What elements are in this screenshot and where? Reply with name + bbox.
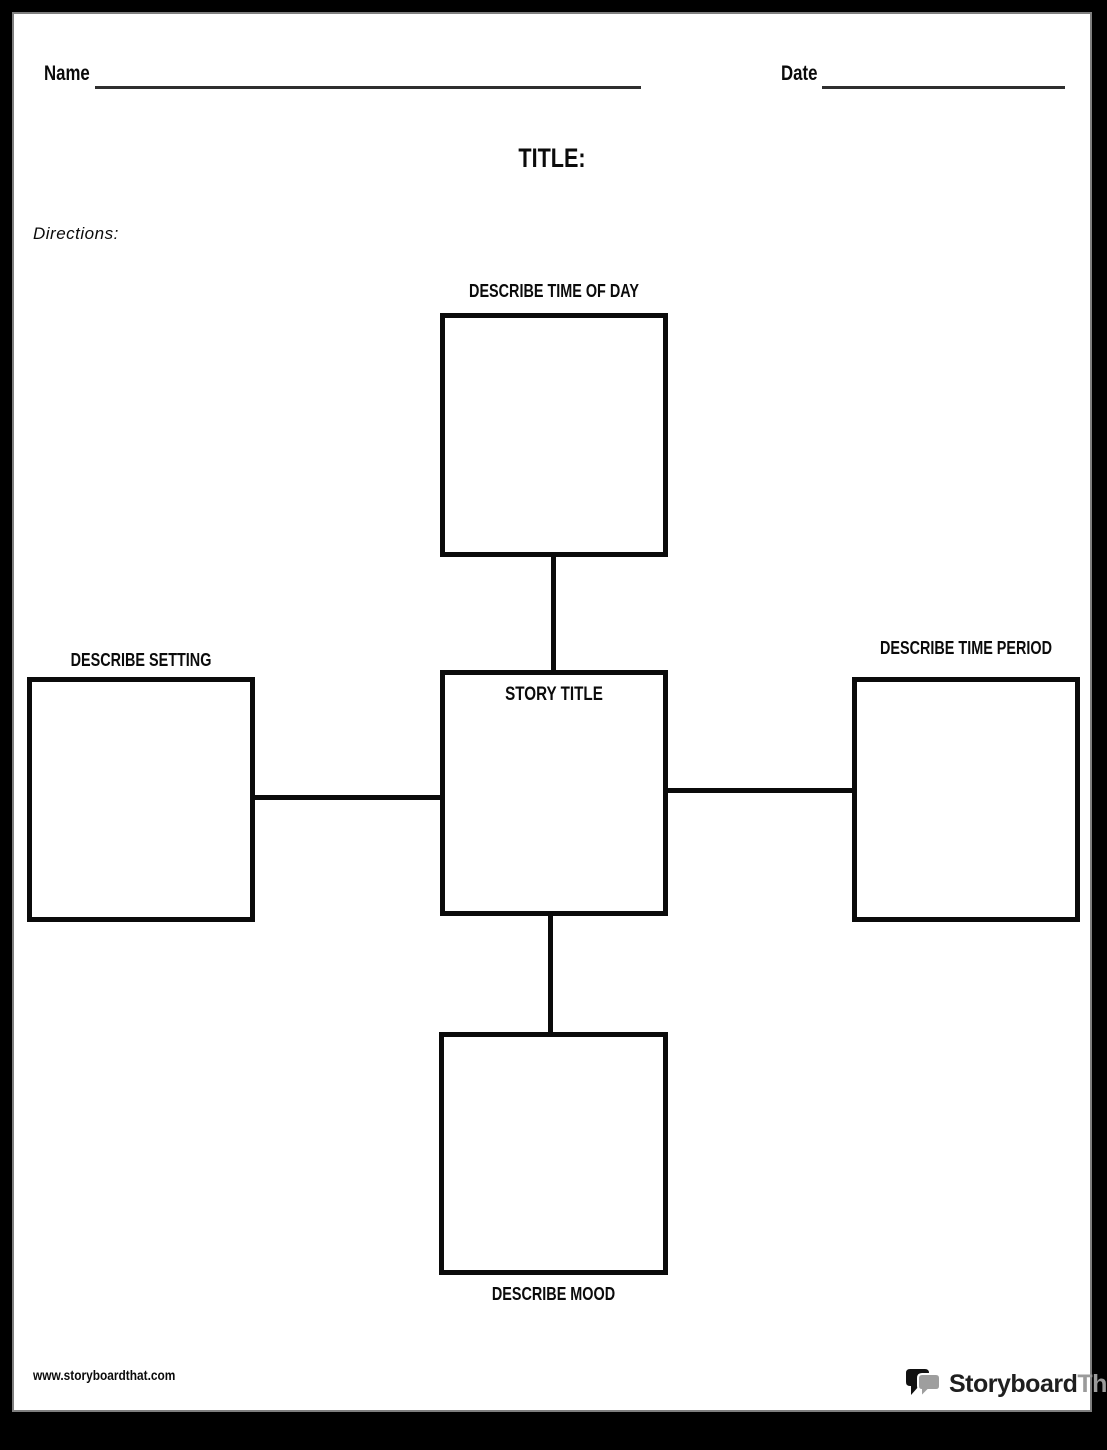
mood-box (439, 1032, 668, 1275)
name-write-line (95, 86, 641, 89)
time-period-box (852, 677, 1080, 922)
time-of-day-box (440, 313, 668, 557)
story-title-box (440, 670, 668, 916)
speech-bubbles-icon (906, 1369, 942, 1400)
time-of-day-label: DESCRIBE TIME OF DAY (469, 281, 639, 301)
connector-bottom (548, 913, 553, 1036)
name-label: Name (44, 62, 90, 85)
time-period-label: DESCRIBE TIME PERIOD (879, 638, 1053, 658)
directions-label: Directions: (33, 224, 119, 243)
logo-text-secondary: That (1077, 1370, 1107, 1398)
mood-label: DESCRIBE MOOD (491, 1284, 616, 1304)
setting-label: DESCRIBE SETTING (70, 650, 212, 670)
date-write-line (822, 86, 1065, 89)
website-url: www.storyboardthat.com (33, 1367, 176, 1383)
story-title-label: STORY TITLE (505, 684, 603, 705)
logo-wordmark: StoryboardThat (949, 1370, 1107, 1399)
page-title: TITLE: (518, 143, 586, 173)
storyboardthat-logo: StoryboardThat (906, 1369, 1107, 1400)
worksheet-page: Name Date TITLE: Directions: DESCRIBE TI… (12, 12, 1107, 1412)
date-label: Date (781, 62, 818, 85)
connector-right (663, 788, 857, 793)
logo-text-primary: Storyboard (949, 1370, 1078, 1398)
connector-left (250, 795, 445, 800)
connector-top (551, 553, 556, 674)
setting-box (27, 677, 255, 922)
